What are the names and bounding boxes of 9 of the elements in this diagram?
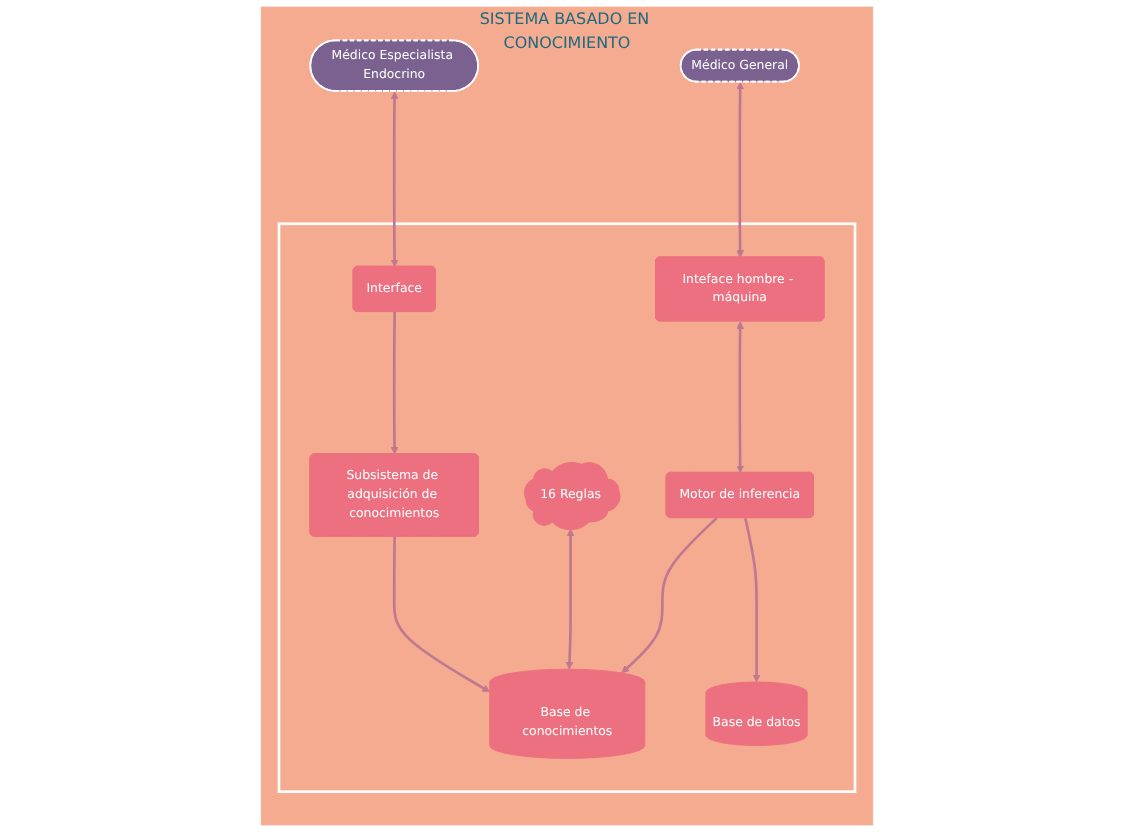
arrow [390,311,399,455]
arrow [736,321,745,474]
arrow [621,517,718,674]
arrow [392,536,491,693]
arrow [565,528,575,670]
cluster [277,222,857,793]
arrow [390,91,399,268]
arrow [736,82,745,258]
arrow [744,517,761,683]
